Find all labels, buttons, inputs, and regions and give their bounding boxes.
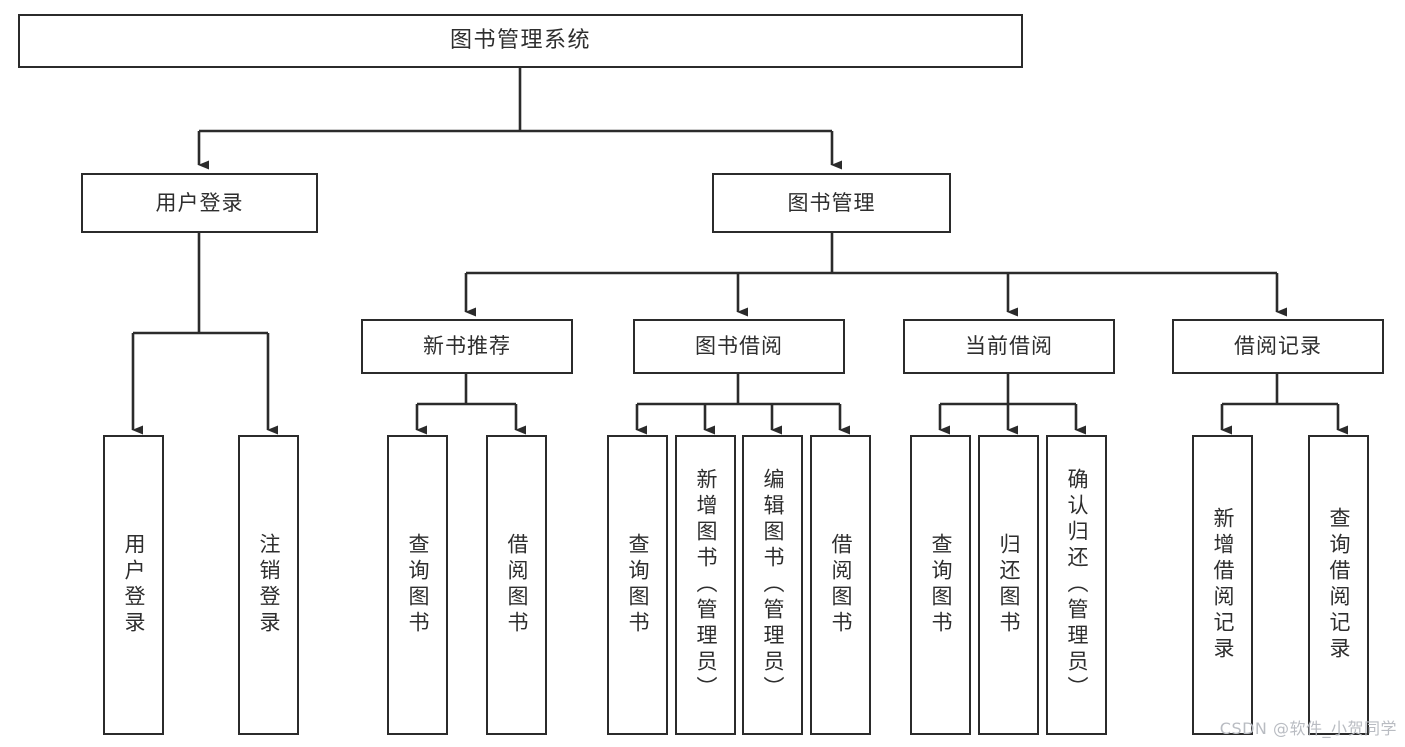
node-borrow-record[interactable]: 借阅记录 [1172,319,1384,374]
node-book-manage-label: 图书管理 [787,190,876,215]
node-leaf-confirm-return-label: 确认归还（管理员） [1065,468,1089,702]
node-leaf-logout-label: 注销登录 [257,533,281,637]
node-leaf-query-record[interactable]: 查询借阅记录 [1308,435,1369,735]
node-leaf-borrow-book-2-label: 借阅图书 [829,533,853,637]
node-leaf-query-record-label: 查询借阅记录 [1327,507,1351,663]
node-book-borrow-label: 图书借阅 [695,334,783,359]
node-leaf-return-book-label: 归还图书 [997,533,1021,637]
node-leaf-logout[interactable]: 注销登录 [238,435,299,735]
node-leaf-add-record-label: 新增借阅记录 [1211,507,1235,663]
node-user-login-label: 用户登录 [155,190,244,215]
node-book-manage[interactable]: 图书管理 [712,173,951,233]
node-new-book-rec[interactable]: 新书推荐 [361,319,573,374]
node-leaf-query-book-1-label: 查询图书 [406,533,430,637]
node-leaf-query-book-3-label: 查询图书 [929,533,953,637]
node-leaf-query-book-2-label: 查询图书 [626,533,650,637]
node-leaf-borrow-book-1[interactable]: 借阅图书 [486,435,547,735]
node-leaf-user-login-label: 用户登录 [122,533,146,637]
node-leaf-add-record[interactable]: 新增借阅记录 [1192,435,1253,735]
node-root[interactable]: 图书管理系统 [18,14,1023,68]
node-current-borrow[interactable]: 当前借阅 [903,319,1115,374]
node-book-borrow[interactable]: 图书借阅 [633,319,845,374]
node-current-borrow-label: 当前借阅 [965,334,1053,359]
node-leaf-borrow-book-1-label: 借阅图书 [505,533,529,637]
csdn-watermark: CSDN @软件_小贺同学 [1219,719,1397,738]
node-leaf-add-book[interactable]: 新增图书（管理员） [675,435,736,735]
node-leaf-add-book-label: 新增图书（管理员） [694,468,718,702]
node-leaf-borrow-book-2[interactable]: 借阅图书 [810,435,871,735]
node-leaf-edit-book[interactable]: 编辑图书（管理员） [742,435,803,735]
node-new-book-rec-label: 新书推荐 [423,334,511,359]
node-leaf-query-book-1[interactable]: 查询图书 [387,435,448,735]
node-leaf-query-book-3[interactable]: 查询图书 [910,435,971,735]
node-user-login[interactable]: 用户登录 [81,173,318,233]
node-leaf-return-book[interactable]: 归还图书 [978,435,1039,735]
node-borrow-record-label: 借阅记录 [1234,334,1322,359]
node-leaf-edit-book-label: 编辑图书（管理员） [761,468,785,702]
node-leaf-query-book-2[interactable]: 查询图书 [607,435,668,735]
node-leaf-user-login[interactable]: 用户登录 [103,435,164,735]
node-leaf-confirm-return[interactable]: 确认归还（管理员） [1046,435,1107,735]
node-root-label: 图书管理系统 [449,28,591,54]
